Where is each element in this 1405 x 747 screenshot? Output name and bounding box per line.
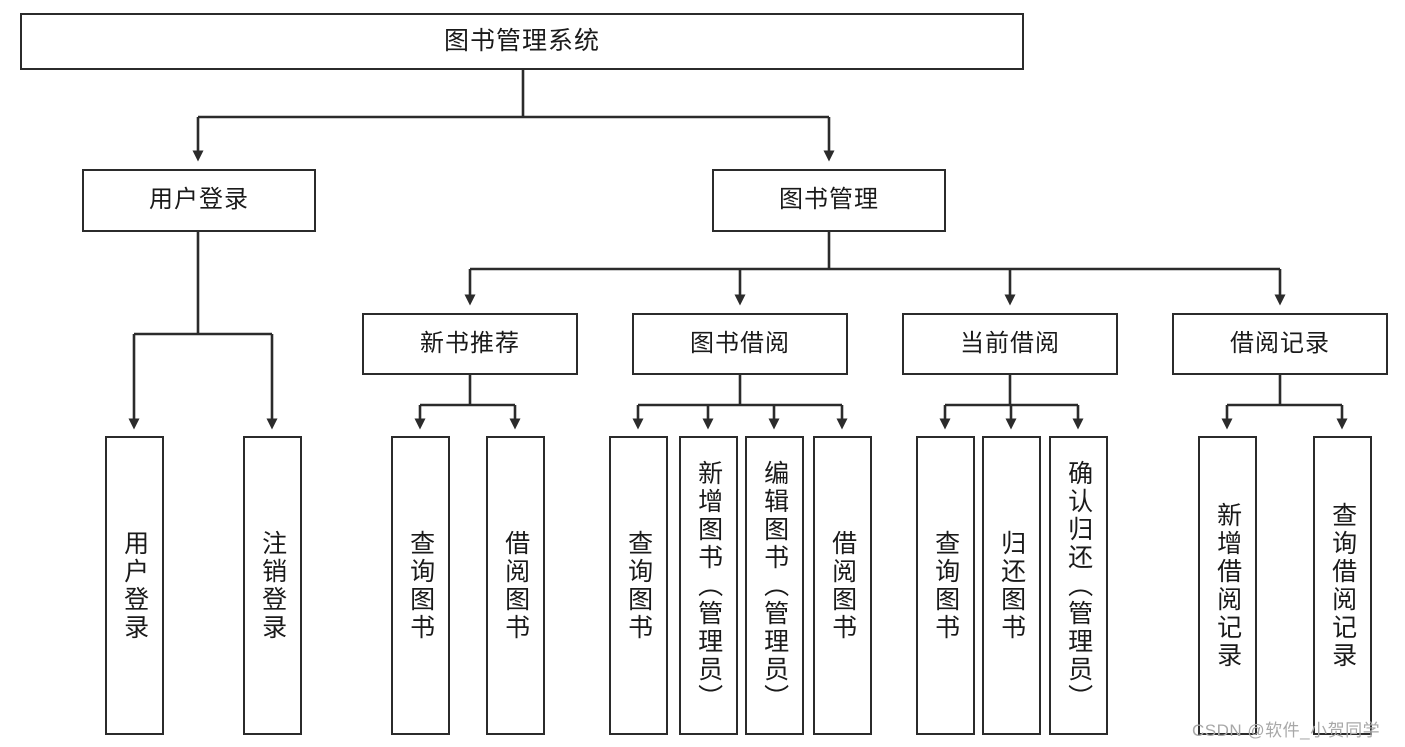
node-leaf-return-book[interactable]: 归还图书 — [982, 436, 1041, 735]
node-leaf-add-book-admin[interactable]: 新增图书（管理员） — [679, 436, 738, 735]
node-book-borrow[interactable]: 图书借阅 — [632, 313, 848, 375]
node-leaf-edit-book-admin[interactable]: 编辑图书（管理员） — [745, 436, 804, 735]
node-new-book-recommend[interactable]: 新书推荐 — [362, 313, 578, 375]
node-book-manage[interactable]: 图书管理 — [712, 169, 946, 232]
node-leaf-borrow-book-borrow[interactable]: 借阅图书 — [813, 436, 872, 735]
node-label: 归还图书 — [997, 529, 1026, 642]
node-leaf-user-login[interactable]: 用户登录 — [105, 436, 164, 735]
node-leaf-add-borrow-record[interactable]: 新增借阅记录 — [1198, 436, 1257, 735]
node-leaf-query-book-borrow[interactable]: 查询图书 — [609, 436, 668, 735]
node-leaf-borrow-book-recommend[interactable]: 借阅图书 — [486, 436, 545, 735]
node-label: 用户登录 — [149, 186, 249, 214]
node-root-system[interactable]: 图书管理系统 — [20, 13, 1024, 70]
node-leaf-logout[interactable]: 注销登录 — [243, 436, 302, 735]
node-leaf-query-book-current[interactable]: 查询图书 — [916, 436, 975, 735]
node-label: 用户登录 — [120, 529, 149, 642]
node-label: 图书借阅 — [690, 329, 790, 357]
node-borrow-record[interactable]: 借阅记录 — [1172, 313, 1388, 375]
node-user-login[interactable]: 用户登录 — [82, 169, 316, 232]
node-label: 查询图书 — [931, 529, 960, 642]
node-label: 图书管理 — [779, 186, 879, 214]
node-label: 图书管理系统 — [443, 26, 600, 55]
node-label: 编辑图书（管理员） — [760, 459, 789, 712]
node-label: 借阅图书 — [828, 529, 857, 642]
node-leaf-query-book-recommend[interactable]: 查询图书 — [391, 436, 450, 735]
watermark-text: CSDN @软件_小贺同学 — [1192, 721, 1381, 740]
node-leaf-query-borrow-record[interactable]: 查询借阅记录 — [1313, 436, 1372, 735]
node-label: 查询图书 — [406, 529, 435, 642]
node-label: 借阅图书 — [501, 529, 530, 642]
node-current-borrow[interactable]: 当前借阅 — [902, 313, 1118, 375]
node-label: 新增图书（管理员） — [694, 459, 723, 712]
node-label: 确认归还（管理员） — [1064, 459, 1093, 712]
node-label: 当前借阅 — [960, 329, 1060, 357]
node-label: 新书推荐 — [420, 329, 520, 357]
node-label: 新增借阅记录 — [1213, 501, 1242, 670]
node-label: 查询图书 — [624, 529, 653, 642]
node-label: 查询借阅记录 — [1328, 501, 1357, 670]
node-label: 借阅记录 — [1230, 329, 1330, 357]
node-label: 注销登录 — [258, 529, 287, 642]
node-leaf-confirm-return-admin[interactable]: 确认归还（管理员） — [1049, 436, 1108, 735]
